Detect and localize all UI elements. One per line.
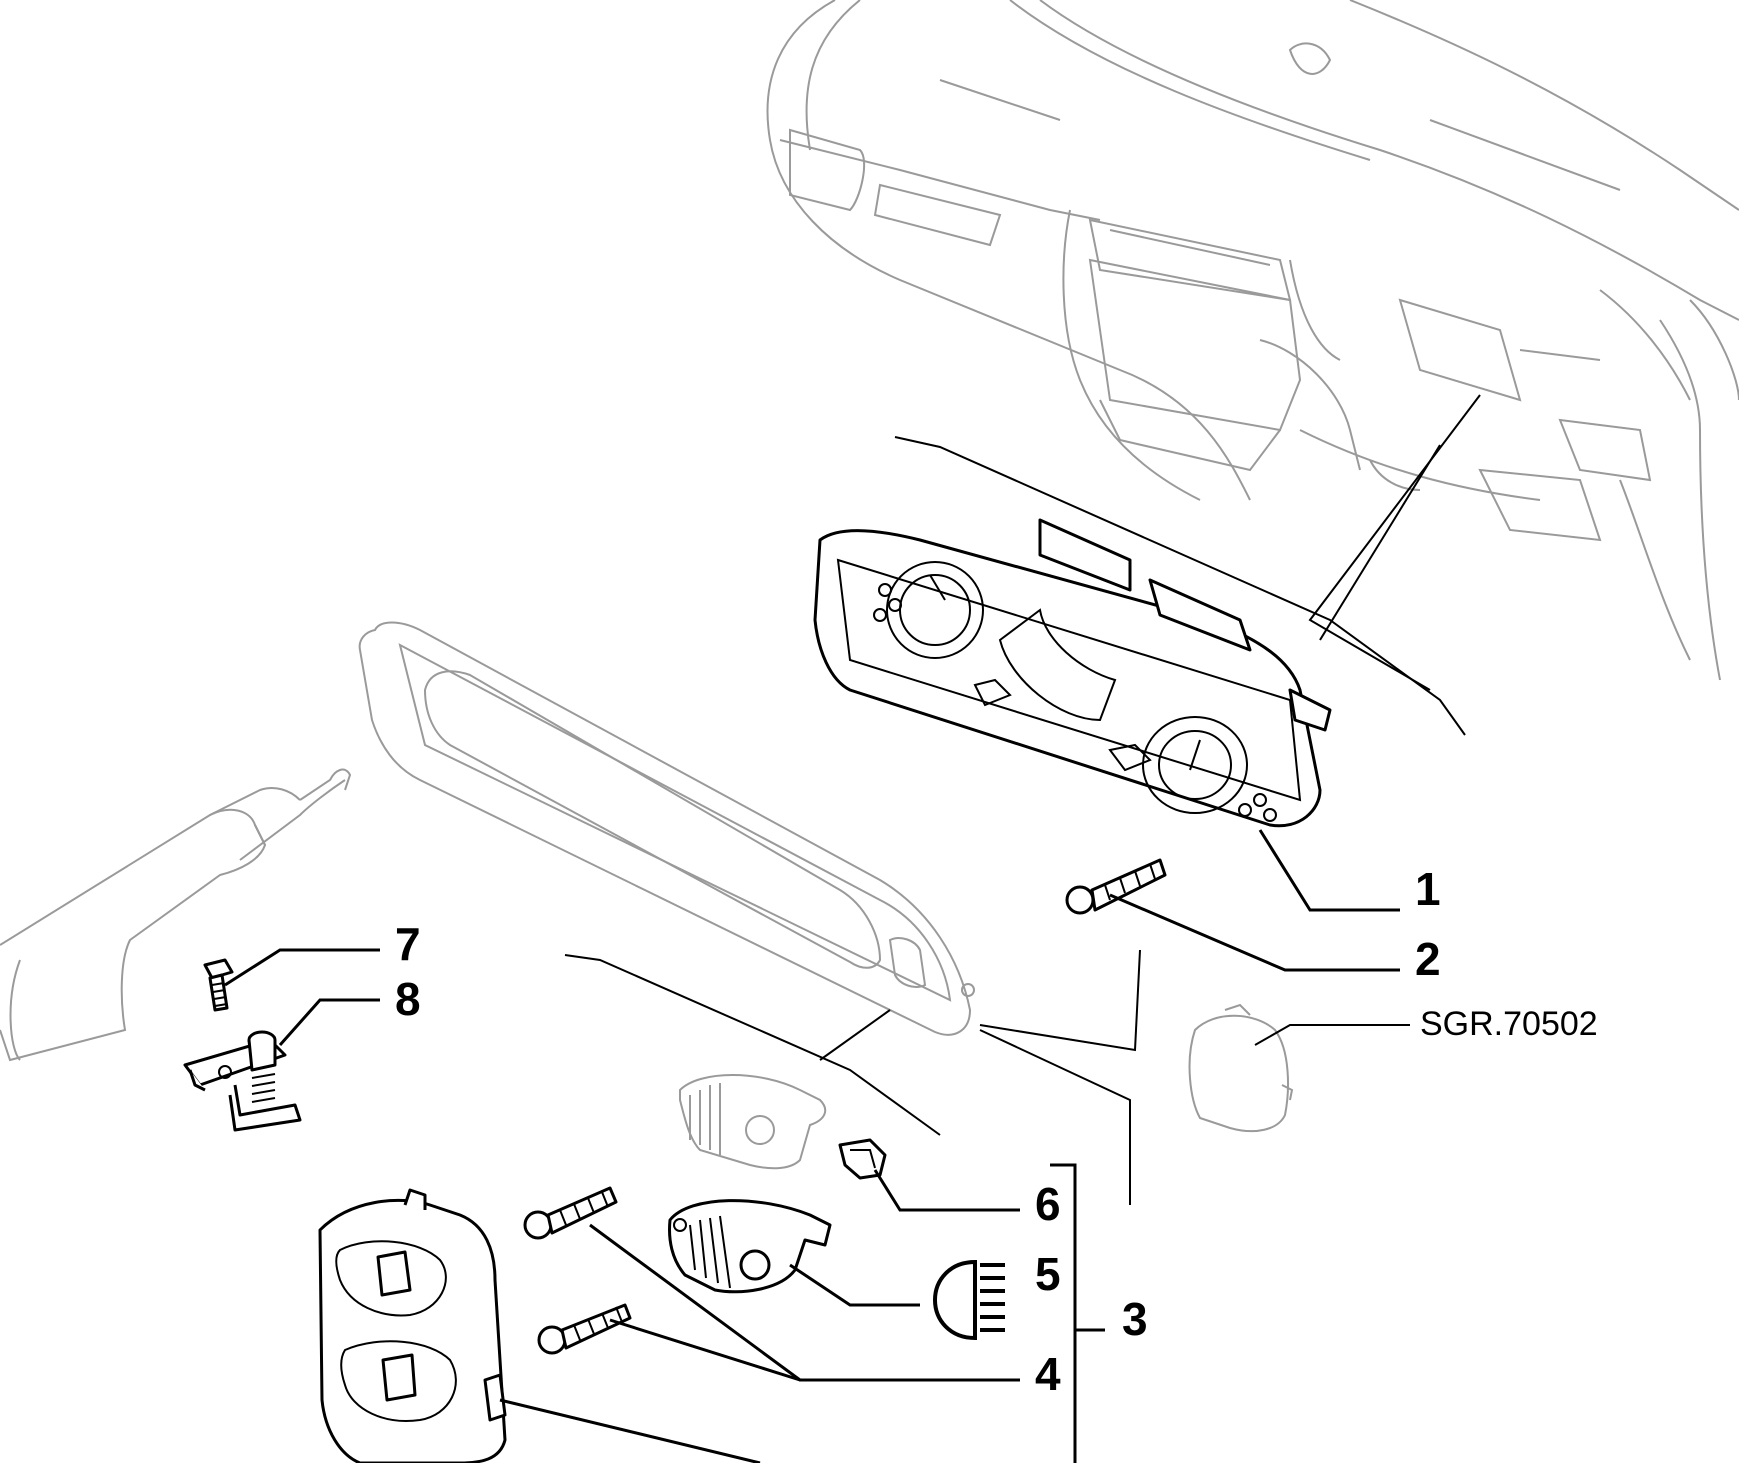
callout-8: 8 xyxy=(395,973,421,1025)
callout-2-leader xyxy=(1109,893,1400,972)
cover-leader xyxy=(499,1398,761,1465)
bezel-leader-line-3 xyxy=(979,949,1141,1052)
ref-leader xyxy=(1254,1024,1410,1046)
dashboard-leader-line-2 xyxy=(1319,444,1441,641)
cap-icon xyxy=(1188,1003,1294,1133)
reference-code: SGR.70502 xyxy=(1420,1005,1598,1043)
callout-6: 6 xyxy=(1035,1178,1061,1230)
screw-upper-icon xyxy=(523,1186,618,1240)
bezel-leader-line xyxy=(564,954,941,1136)
screw-icon xyxy=(1065,858,1167,915)
callout-7: 7 xyxy=(395,918,421,970)
dashboard-leader-line xyxy=(1308,394,1481,691)
bulb-holder-icon xyxy=(679,1074,827,1170)
bezel-leader-line-4 xyxy=(979,1029,1131,1205)
callout-6-leader xyxy=(873,1169,1020,1212)
dashboard-outline-icon xyxy=(766,0,1739,681)
bezel-leader-line-2 xyxy=(819,1009,891,1061)
headlight-icon xyxy=(932,1259,1005,1341)
callout-5-leader xyxy=(789,1263,920,1307)
callout-4-leader-a xyxy=(589,1223,1020,1382)
handbrake-icon xyxy=(0,768,352,1062)
callout-5: 5 xyxy=(1035,1248,1061,1300)
callout-1: 1 xyxy=(1415,863,1441,915)
cover-icon xyxy=(318,1188,507,1465)
callout-3-bracket xyxy=(1050,1163,1077,1463)
callout-2: 2 xyxy=(1415,933,1441,985)
instrument-cluster-icon xyxy=(813,518,1332,828)
callout-1-leader xyxy=(1258,829,1400,912)
callout-7-leader xyxy=(224,948,380,987)
bolt-icon xyxy=(203,958,234,1012)
callout-4-leader-b xyxy=(609,1318,801,1382)
callout-8-leader xyxy=(278,998,380,1046)
bulb-icon xyxy=(668,1199,832,1294)
cluster-mount-line xyxy=(894,436,1466,736)
bezel-icon xyxy=(358,621,975,1036)
switch-icon xyxy=(183,1030,302,1132)
clip-icon xyxy=(838,1138,887,1180)
screw-lower-icon xyxy=(537,1303,632,1355)
callout-4: 4 xyxy=(1035,1348,1061,1400)
callout-3: 3 xyxy=(1122,1293,1148,1345)
